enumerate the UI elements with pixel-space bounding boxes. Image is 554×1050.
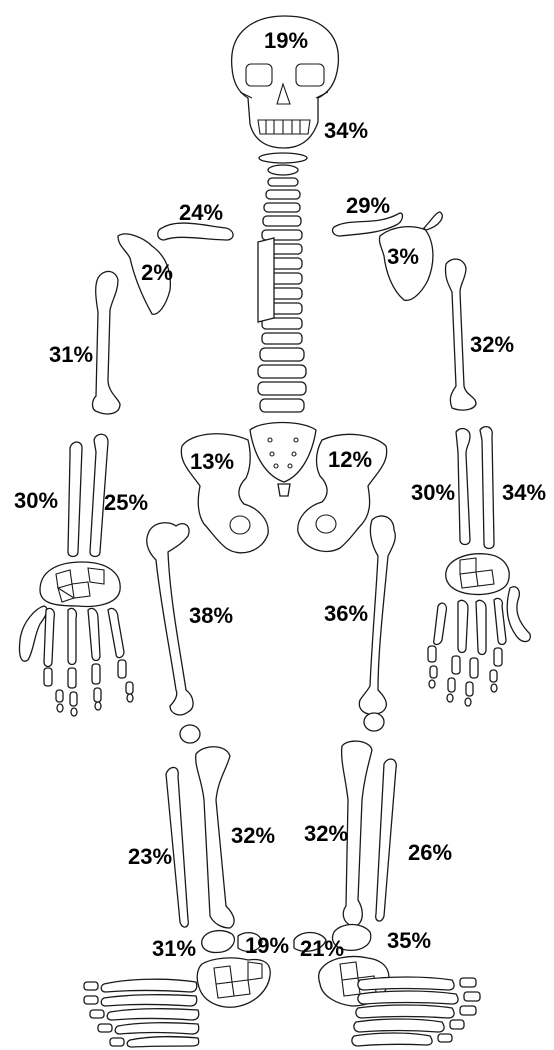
skull-percent-label: 19%: [264, 28, 308, 53]
vertebral-column: [258, 178, 306, 412]
left-talus-percent-label: 21%: [300, 936, 344, 961]
right-calcaneus-percent-label: 31%: [152, 936, 196, 961]
right-clavicle: [158, 223, 233, 240]
left-foot: [319, 956, 480, 1046]
right-hand: [19, 562, 133, 716]
left-scapula-percent-label: 3%: [387, 244, 419, 269]
left-fibula-percent-label: 26%: [408, 840, 452, 865]
right-tibia: [196, 747, 234, 928]
right-radius-percent-label: 30%: [14, 488, 58, 513]
left-femur-percent-label: 36%: [324, 601, 368, 626]
right-os-coxae-percent-label: 13%: [190, 449, 234, 474]
right-calcaneus: [202, 931, 235, 953]
right-radius: [68, 442, 82, 557]
right-ulna-percent-label: 25%: [104, 490, 148, 515]
cervical-vertebrae: [259, 153, 307, 175]
left-radius: [456, 429, 470, 545]
left-tibia-percent-label: 32%: [304, 821, 348, 846]
left-ulna-percent-label: 34%: [502, 480, 546, 505]
right-humerus-percent-label: 31%: [49, 342, 93, 367]
right-patella: [180, 725, 200, 743]
right-talus-percent-label: 19%: [245, 933, 289, 958]
left-ulna: [480, 427, 494, 549]
left-fibula: [376, 759, 397, 921]
right-clavicle-percent-label: 24%: [179, 200, 223, 225]
sacrum: [250, 423, 316, 497]
left-humerus-percent-label: 32%: [470, 332, 514, 357]
left-patella: [364, 713, 384, 731]
right-tibia-percent-label: 32%: [231, 823, 275, 848]
left-calcaneus-percent-label: 35%: [387, 928, 431, 953]
mandible-percent-label: 34%: [324, 118, 368, 143]
left-clavicle-percent-label: 29%: [346, 193, 390, 218]
left-os-coxae-percent-label: 12%: [328, 447, 372, 472]
right-femur: [147, 523, 193, 715]
right-fibula-percent-label: 23%: [128, 844, 172, 869]
right-femur-percent-label: 38%: [189, 603, 233, 628]
left-radius-percent-label: 30%: [411, 480, 455, 505]
right-foot: [84, 958, 270, 1047]
left-hand: [428, 554, 530, 706]
right-scapula-percent-label: 2%: [141, 260, 173, 285]
right-humerus: [93, 271, 121, 414]
